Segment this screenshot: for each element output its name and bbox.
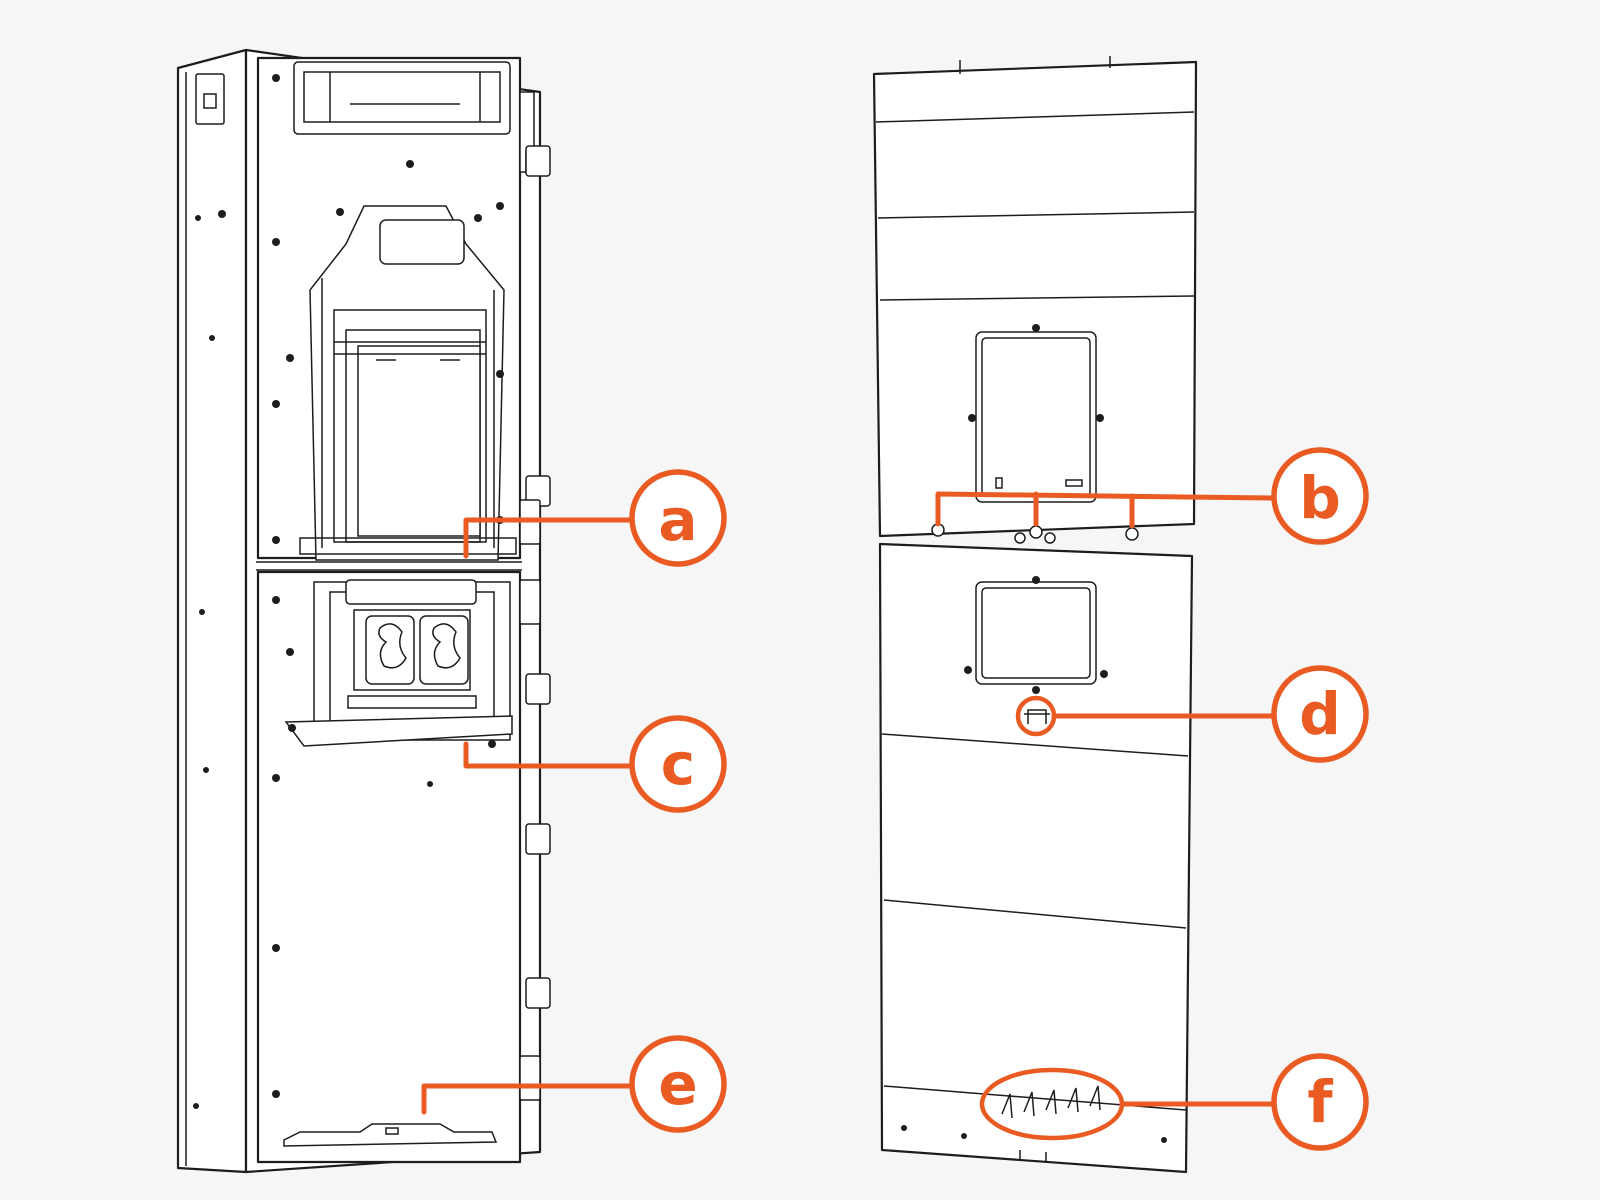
callout-a: a xyxy=(463,469,727,567)
callout-f-label: f xyxy=(1307,1068,1333,1136)
right-cover-seam-fastener-set xyxy=(931,523,1139,544)
callout-a-circle xyxy=(629,469,727,567)
left-unit-hinges xyxy=(519,145,551,1101)
callout-a-leader xyxy=(463,517,633,559)
callout-e: e xyxy=(421,1035,727,1133)
left-unit-upper-window xyxy=(299,205,517,561)
right-cover-upper-window xyxy=(968,324,1104,503)
callout-c-leader xyxy=(463,741,633,769)
right-cover-vent-clips xyxy=(1001,1085,1101,1119)
callout-d-label: d xyxy=(1299,680,1341,748)
callout-layer: a b c d e xyxy=(421,447,1369,1151)
left-unit-top-vent xyxy=(293,61,549,175)
right-cover-lower xyxy=(878,542,1194,1174)
callout-e-label: e xyxy=(658,1050,697,1118)
left-unit-connector-window xyxy=(313,579,511,741)
callout-d: d xyxy=(1015,665,1369,763)
right-cover-lower-window xyxy=(964,576,1108,694)
left-unit-bottom-bracket-shape xyxy=(283,1123,498,1147)
callout-e-circle xyxy=(629,1035,727,1133)
right-cover-upper xyxy=(872,60,1198,538)
callout-b: b xyxy=(935,447,1369,545)
callout-e-leader xyxy=(421,1083,633,1115)
callout-d-circle xyxy=(1271,665,1369,763)
callout-b-leader xyxy=(935,491,1275,529)
callout-c-circle xyxy=(629,715,727,813)
left-unit-fasteners xyxy=(193,74,504,1109)
right-cover-lock-shape xyxy=(1024,709,1050,724)
left-unit-side-wall xyxy=(176,48,248,1174)
callout-c-label: c xyxy=(661,730,695,798)
callout-a-label: a xyxy=(658,486,697,554)
left-unit-enclosure xyxy=(176,48,551,1174)
left-unit-handle xyxy=(284,715,513,748)
right-unit-cover xyxy=(872,56,1198,1174)
callout-b-circle xyxy=(1271,447,1369,545)
callout-b-label: b xyxy=(1299,464,1341,532)
callout-c: c xyxy=(463,715,727,813)
callout-f: f xyxy=(979,1053,1369,1151)
callout-f-circle xyxy=(1271,1053,1369,1151)
